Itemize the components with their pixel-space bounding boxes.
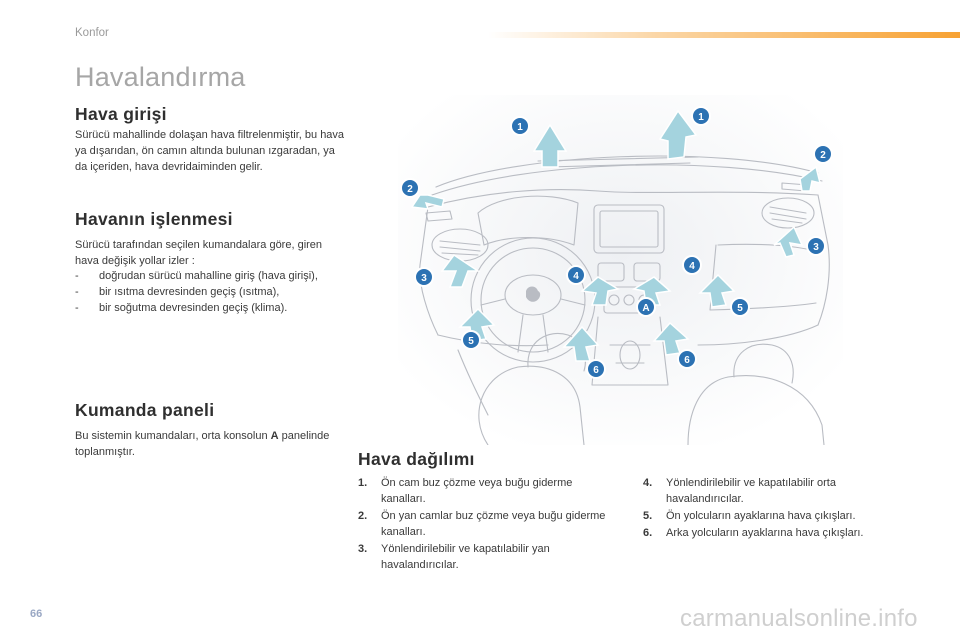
svg-text:4: 4	[689, 261, 695, 272]
item-number: 2.	[358, 510, 368, 522]
item-number: 1.	[358, 477, 368, 489]
list-item: 4. Yönlendirilebilir ve kapatılabilir ort…	[643, 475, 898, 507]
svg-text:3: 3	[421, 273, 427, 284]
callout-A: A	[636, 297, 656, 317]
list-item: 3. Yönlendirilebilir ve kapatılabilir yan…	[358, 541, 608, 573]
heading-air-treatment: Havanın işlenmesi	[75, 209, 233, 229]
control-panel-text: Bu sistemin kumandaları, orta konsolun A…	[75, 428, 335, 460]
item-number: 6.	[643, 527, 653, 539]
svg-text:6: 6	[684, 355, 690, 366]
list-item: 6. Arka yolcuların ayaklarına hava çıkışl…	[643, 525, 898, 541]
callout-5-right: 5	[730, 297, 750, 317]
callout-1-left: 1	[510, 116, 530, 136]
page-number: 66	[30, 608, 43, 620]
callout-3-right: 3	[806, 236, 826, 256]
callout-4-right: 4	[682, 255, 702, 275]
svg-text:5: 5	[737, 303, 743, 314]
air-distribution-list-left: 1. Ön cam buz çözme veya buğu giderme kan…	[358, 475, 608, 574]
callout-badges: 1 1 2 2 3 3 4 4 5 5 6 6 A	[400, 106, 833, 379]
svg-text:5: 5	[468, 336, 474, 347]
callout-5-left: 5	[461, 330, 481, 350]
section-label: Konfor	[75, 27, 109, 39]
control-panel-text-after: panelinde toplanmıştır.	[75, 430, 330, 458]
item-text: Ön yolcuların ayaklarına hava çıkışları.	[666, 510, 856, 522]
item-text: Yönlendirilebilir ve kapatılabilir orta …	[666, 477, 836, 505]
air-treatment-list: doğrudan sürücü mahalline giriş (hava gi…	[75, 268, 345, 316]
callout-6-left: 6	[586, 359, 606, 379]
svg-text:6: 6	[593, 365, 599, 376]
dashboard-ventilation-illustration: 1 1 2 2 3 3 4 4 5 5 6 6 A	[398, 95, 843, 445]
callout-1-right: 1	[691, 106, 711, 126]
svg-text:2: 2	[820, 150, 826, 161]
callout-2-left: 2	[400, 178, 420, 198]
item-number: 5.	[643, 510, 653, 522]
list-item: bir soğutma devresinden geçiş (klima).	[75, 300, 345, 316]
list-item: 5. Ön yolcuların ayaklarına hava çıkışlar…	[643, 508, 898, 524]
callout-6-right: 6	[677, 349, 697, 369]
list-item: doğrudan sürücü mahalline giriş (hava gi…	[75, 268, 345, 284]
control-panel-text-before: Bu sistemin kumandaları, orta konsolun	[75, 430, 271, 442]
heading-control-panel: Kumanda paneli	[75, 400, 215, 420]
item-text: Arka yolcuların ayaklarına hava çıkışlar…	[666, 527, 864, 539]
header-accent-bar	[488, 32, 960, 38]
svg-text:A: A	[642, 303, 649, 314]
air-treatment-intro: Sürücü tarafından seçilen kumandalara gö…	[75, 239, 323, 267]
svg-text:4: 4	[573, 271, 579, 282]
brand-logo-icon	[526, 286, 541, 302]
svg-text:2: 2	[407, 184, 413, 195]
list-item: bir ısıtma devresinden geçiş (ısıtma),	[75, 284, 345, 300]
air-distribution-list-right: 4. Yönlendirilebilir ve kapatılabilir ort…	[643, 475, 898, 542]
callout-4-left: 4	[566, 265, 586, 285]
list-item: 2. Ön yan camlar buz çözme veya buğu gide…	[358, 508, 608, 540]
heading-air-distribution: Hava dağılımı	[358, 449, 475, 469]
air-intake-text: Sürücü mahallinde dolaşan hava filtrelen…	[75, 129, 345, 173]
svg-text:1: 1	[698, 112, 704, 123]
item-text: Ön yan camlar buz çözme veya buğu giderm…	[381, 510, 606, 538]
item-number: 3.	[358, 543, 368, 555]
control-panel-letter: A	[270, 430, 279, 442]
item-number: 4.	[643, 477, 653, 489]
list-item: 1. Ön cam buz çözme veya buğu giderme kan…	[358, 475, 608, 507]
callout-2-right: 2	[813, 144, 833, 164]
page-title: Havalandırma	[75, 62, 246, 92]
item-text: Ön cam buz çözme veya buğu giderme kanal…	[381, 477, 573, 505]
svg-text:3: 3	[813, 242, 819, 253]
item-text: Yönlendirilebilir ve kapatılabilir yan h…	[381, 543, 550, 571]
callout-3-left: 3	[414, 267, 434, 287]
watermark: carmanualsonline.info	[680, 605, 918, 632]
svg-text:1: 1	[517, 122, 523, 133]
heading-air-intake: Hava girişi	[75, 104, 167, 124]
